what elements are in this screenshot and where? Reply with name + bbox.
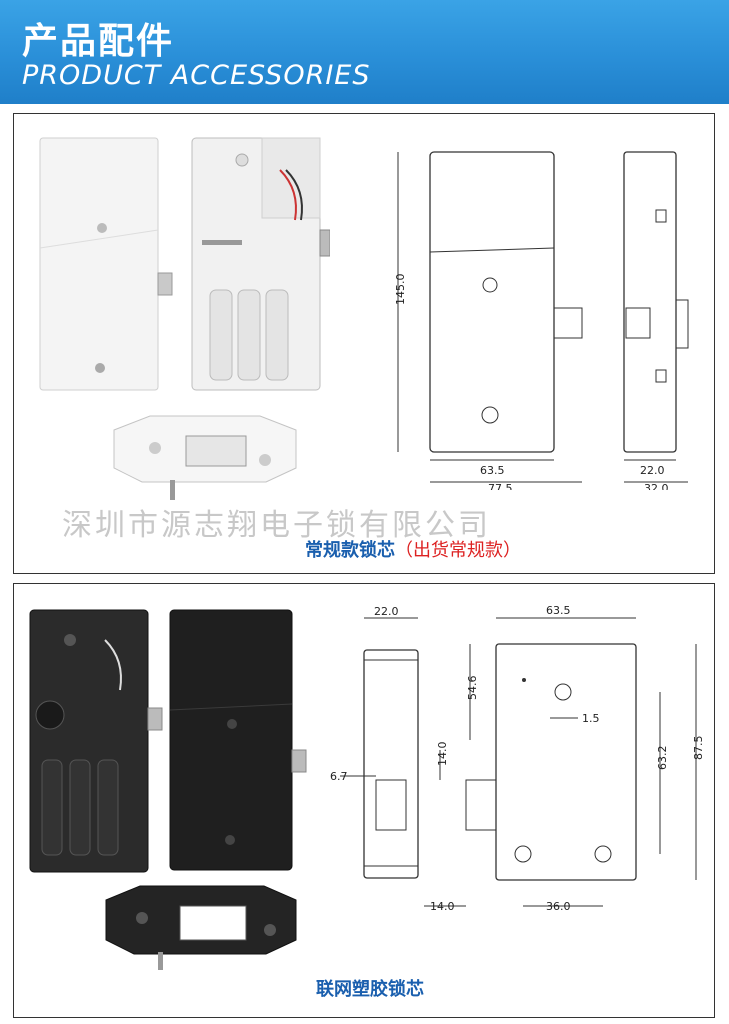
dim-hole-off: 1.5 (582, 712, 600, 725)
standard-lock-drawing: 145.0 63.5 77.5 22.0 32.0 (394, 151, 689, 490)
dim-hole-spacing-h: 36.0 (546, 900, 571, 913)
black-cover-photo (169, 609, 293, 871)
standard-lock-photos (39, 137, 330, 500)
networked-lock-drawing: 22.0 6.7 63.5 54.6 1.5 14.0 63.2 87.5 14… (330, 604, 705, 913)
dim-width-body: 63.5 (480, 464, 505, 477)
side-outline-2 (363, 649, 419, 879)
standard-lock-caption: 常规款锁芯（出货常规款） (305, 536, 521, 562)
caption-note: （出货常规款） (395, 540, 521, 561)
dim-width-top: 63.5 (546, 604, 571, 617)
dim-height-2: 87.5 (692, 736, 705, 761)
caption-main: 常规款锁芯 (305, 540, 395, 561)
front-outline (429, 151, 555, 453)
front-outline-2 (495, 643, 637, 881)
networked-lock-caption: 联网塑胶锁芯 (316, 979, 424, 1000)
dim-hole-spacing-v: 63.2 (656, 746, 669, 771)
dim-height-1: 145.0 (394, 274, 407, 306)
dim-side-total: 32.0 (644, 482, 669, 490)
side-outline (623, 151, 677, 453)
networked-lock-photos (29, 609, 307, 970)
dim-side-depth-1: 22.0 (640, 464, 665, 477)
dim-hole-v: 54.6 (466, 676, 479, 701)
header-title-zh: 产品配件 (22, 21, 175, 62)
header-title-en: PRODUCT ACCESSORIES (22, 60, 371, 91)
lock-cover-photo (39, 137, 159, 391)
dim-bolt-offset: 6.7 (330, 770, 348, 783)
dim-side-depth-2: 22.0 (374, 605, 399, 618)
page-header: 产品配件 PRODUCT ACCESSORIES (0, 0, 729, 104)
company-watermark: 深圳市源志翔电子锁有限公司 (62, 508, 491, 543)
dim-bolt-w: 14.0 (430, 900, 455, 913)
dim-width-total: 77.5 (488, 482, 513, 490)
dim-bolt-h: 14.0 (436, 742, 449, 767)
